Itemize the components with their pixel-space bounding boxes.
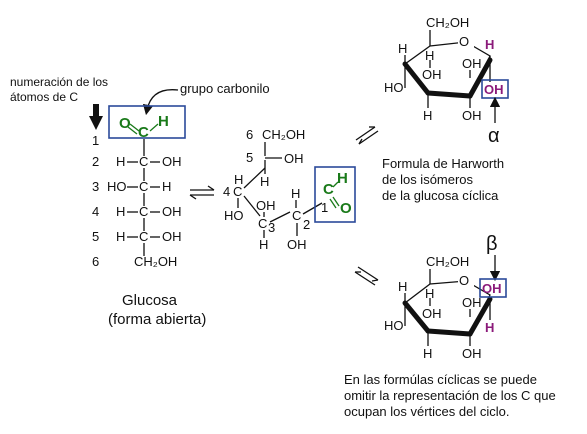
c4-left: H xyxy=(116,204,125,219)
alpha-anomeric-oh: OH xyxy=(484,82,504,97)
c2-left: H xyxy=(116,154,125,169)
carbonyl-label: grupo carbonilo xyxy=(180,81,270,96)
alpha-c3-h: H xyxy=(423,108,432,123)
mid-c3-c: C xyxy=(258,216,267,231)
alpha-ch2oh: CH₂OH xyxy=(426,15,469,30)
chain-to-ring-structure: 6 CH₂OH 5 OH H 4 C H HO C 3 OH H C 2 H O… xyxy=(223,127,356,252)
alpha-c2-oh-top: OH xyxy=(462,56,482,71)
haworth-caption-line2: de los isómeros xyxy=(382,172,474,187)
equilibrium-arrow-icon xyxy=(189,185,215,200)
mid-c5-num: 5 xyxy=(246,150,253,165)
carbon-number-5: 5 xyxy=(92,229,99,244)
beta-c2-oh: OH xyxy=(462,346,482,361)
mid-c6-group: CH₂OH xyxy=(262,127,305,142)
beta-ch2oh: CH₂OH xyxy=(426,254,469,269)
haworth-caption-line1: Formula de Harworth xyxy=(382,156,504,171)
beta-oh-box xyxy=(479,278,507,298)
open-chain-title: Glucosa xyxy=(122,292,178,309)
mid-c2-c: C xyxy=(292,208,301,223)
bottom-note-line3: ocupan los vértices del ciclo. xyxy=(344,404,509,419)
mid-c2-h: H xyxy=(291,186,300,201)
mid-c2-oh: OH xyxy=(287,237,307,252)
beta-c4-h: H xyxy=(425,286,434,301)
mid-c4-c: C xyxy=(233,184,242,199)
alpha-symbol: α xyxy=(488,125,500,147)
open-chain-glucose: O C H 1 2 3 4 5 6 H C OH HO C H H C O xyxy=(92,105,186,269)
c6-group: CH₂OH xyxy=(134,254,177,269)
carbon-number-2: 2 xyxy=(92,154,99,169)
mid-c5-h: H xyxy=(260,174,269,189)
c4-right: OH xyxy=(162,204,182,219)
beta-c4-oh: OH xyxy=(422,306,442,321)
carbonyl-o: O xyxy=(119,115,131,132)
mid-carbonyl-box xyxy=(314,166,356,223)
c5-center: C xyxy=(139,229,148,244)
c4-center: C xyxy=(139,204,148,219)
numbering-label-line1: numeración de los xyxy=(10,75,108,89)
alpha-anomeric-h: H xyxy=(485,37,494,52)
c3-center: C xyxy=(139,179,148,194)
beta-c4-ho: HO xyxy=(384,318,404,333)
beta-symbol: β xyxy=(486,233,498,255)
bottom-note-line2: omitir la representación de los C que xyxy=(344,388,556,403)
carbonyl-h: H xyxy=(158,113,169,130)
carbonyl-c: C xyxy=(138,124,149,141)
alpha-c4-oh: OH xyxy=(422,67,442,82)
alpha-c5-h: H xyxy=(398,41,407,56)
alpha-glucose-ring: CH₂OH O H H H OH OH HO H OH OH α xyxy=(384,15,509,147)
beta-c3-h: H xyxy=(423,346,432,361)
mid-c6-num: 6 xyxy=(246,127,253,142)
beta-anomeric-h: H xyxy=(485,320,494,335)
carbon-number-4: 4 xyxy=(92,204,99,219)
down-arrow-icon xyxy=(89,104,103,130)
carbonyl-arrow-icon xyxy=(142,89,179,116)
c3-left: HO xyxy=(107,179,127,194)
c2-right: OH xyxy=(162,154,182,169)
c5-right: OH xyxy=(162,229,182,244)
alpha-c4-h: H xyxy=(425,48,434,63)
c3-right: H xyxy=(162,179,171,194)
beta-c2-oh-top: OH xyxy=(462,295,482,310)
mid-c4-num: 4 xyxy=(223,184,230,199)
beta-glucose-ring: β CH₂OH O OH H H OH OH HO H OH H xyxy=(384,233,507,361)
equilibrium-arrow-top-icon xyxy=(355,126,379,145)
beta-ring-o: O xyxy=(459,273,469,288)
numbering-label-line2: átomos de C xyxy=(10,90,78,104)
haworth-caption-line3: de la glucosa cíclica xyxy=(382,188,499,203)
mid-c2-num: 2 xyxy=(303,217,310,232)
equilibrium-arrow-bottom-icon xyxy=(354,266,379,286)
alpha-c2-oh: OH xyxy=(462,108,482,123)
mid-c4-ho: HO xyxy=(224,208,244,223)
carbon-number-1: 1 xyxy=(92,133,99,148)
carbon-number-3: 3 xyxy=(92,179,99,194)
mid-c3-num: 3 xyxy=(268,220,275,235)
mid-c5-oh: OH xyxy=(284,151,304,166)
mid-c3-h: H xyxy=(259,237,268,252)
bottom-note-line1: En las formúlas cíclicas se puede xyxy=(344,372,537,387)
alpha-ring-o: O xyxy=(459,34,469,49)
mid-c1-num: 1 xyxy=(321,200,328,215)
mid-carbonyl-h: H xyxy=(337,170,348,187)
mid-c4-h: H xyxy=(234,172,243,187)
alpha-c4-ho: HO xyxy=(384,80,404,95)
mid-c3-oh: OH xyxy=(256,198,276,213)
beta-anomeric-oh: OH xyxy=(482,281,502,296)
mid-carbonyl-o: O xyxy=(340,200,352,217)
c2-center: C xyxy=(139,154,148,169)
c5-left: H xyxy=(116,229,125,244)
beta-c5-h: H xyxy=(398,279,407,294)
carbonyl-box xyxy=(108,105,186,139)
carbon-number-6: 6 xyxy=(92,254,99,269)
mid-carbonyl-c: C xyxy=(323,181,334,198)
open-chain-subtitle: (forma abierta) xyxy=(108,311,206,328)
